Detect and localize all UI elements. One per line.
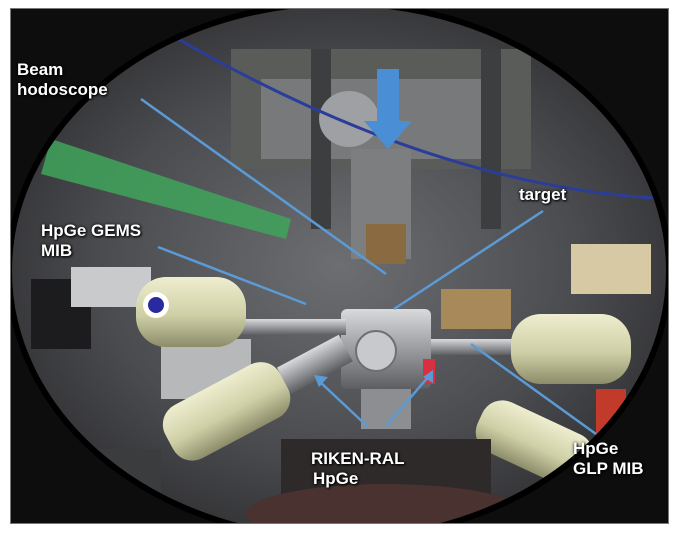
equipment-box: [571, 244, 651, 294]
photo-frame: Beam hodoscope target HpGe GEMS MIB RIKE…: [10, 8, 669, 524]
beam-hodoscope-pointer: [140, 97, 387, 276]
hpge-glp-detector: [511, 314, 631, 384]
green-cable-tray: [41, 139, 291, 239]
glp-pointer: [470, 342, 597, 436]
label-hpge-glp-mib: HpGe GLP MIB: [573, 439, 644, 478]
beam-pipe-flange: [319, 91, 379, 147]
fisheye-view: [11, 9, 668, 523]
label-target: target: [519, 185, 567, 204]
riken-pointer-right: [385, 375, 430, 427]
label-riken-ral-hpge: RIKEN-RAL HpGe: [311, 449, 405, 488]
label-beam-hodoscope: Beam hodoscope: [17, 60, 108, 99]
gems-pointer: [157, 245, 307, 306]
annotation-lines: [140, 97, 597, 436]
riken-ral-detector: [162, 334, 353, 461]
experimental-setup-photo: [11, 9, 668, 523]
riken-pointer-left: [318, 380, 368, 427]
label-hpge-gems-mib: HpGe GEMS MIB: [41, 221, 142, 260]
hpge-gems-detector: [136, 277, 246, 347]
beam-direction-arrow: [364, 69, 412, 149]
target-pointer: [393, 209, 544, 311]
left-beamline: [236, 319, 346, 335]
